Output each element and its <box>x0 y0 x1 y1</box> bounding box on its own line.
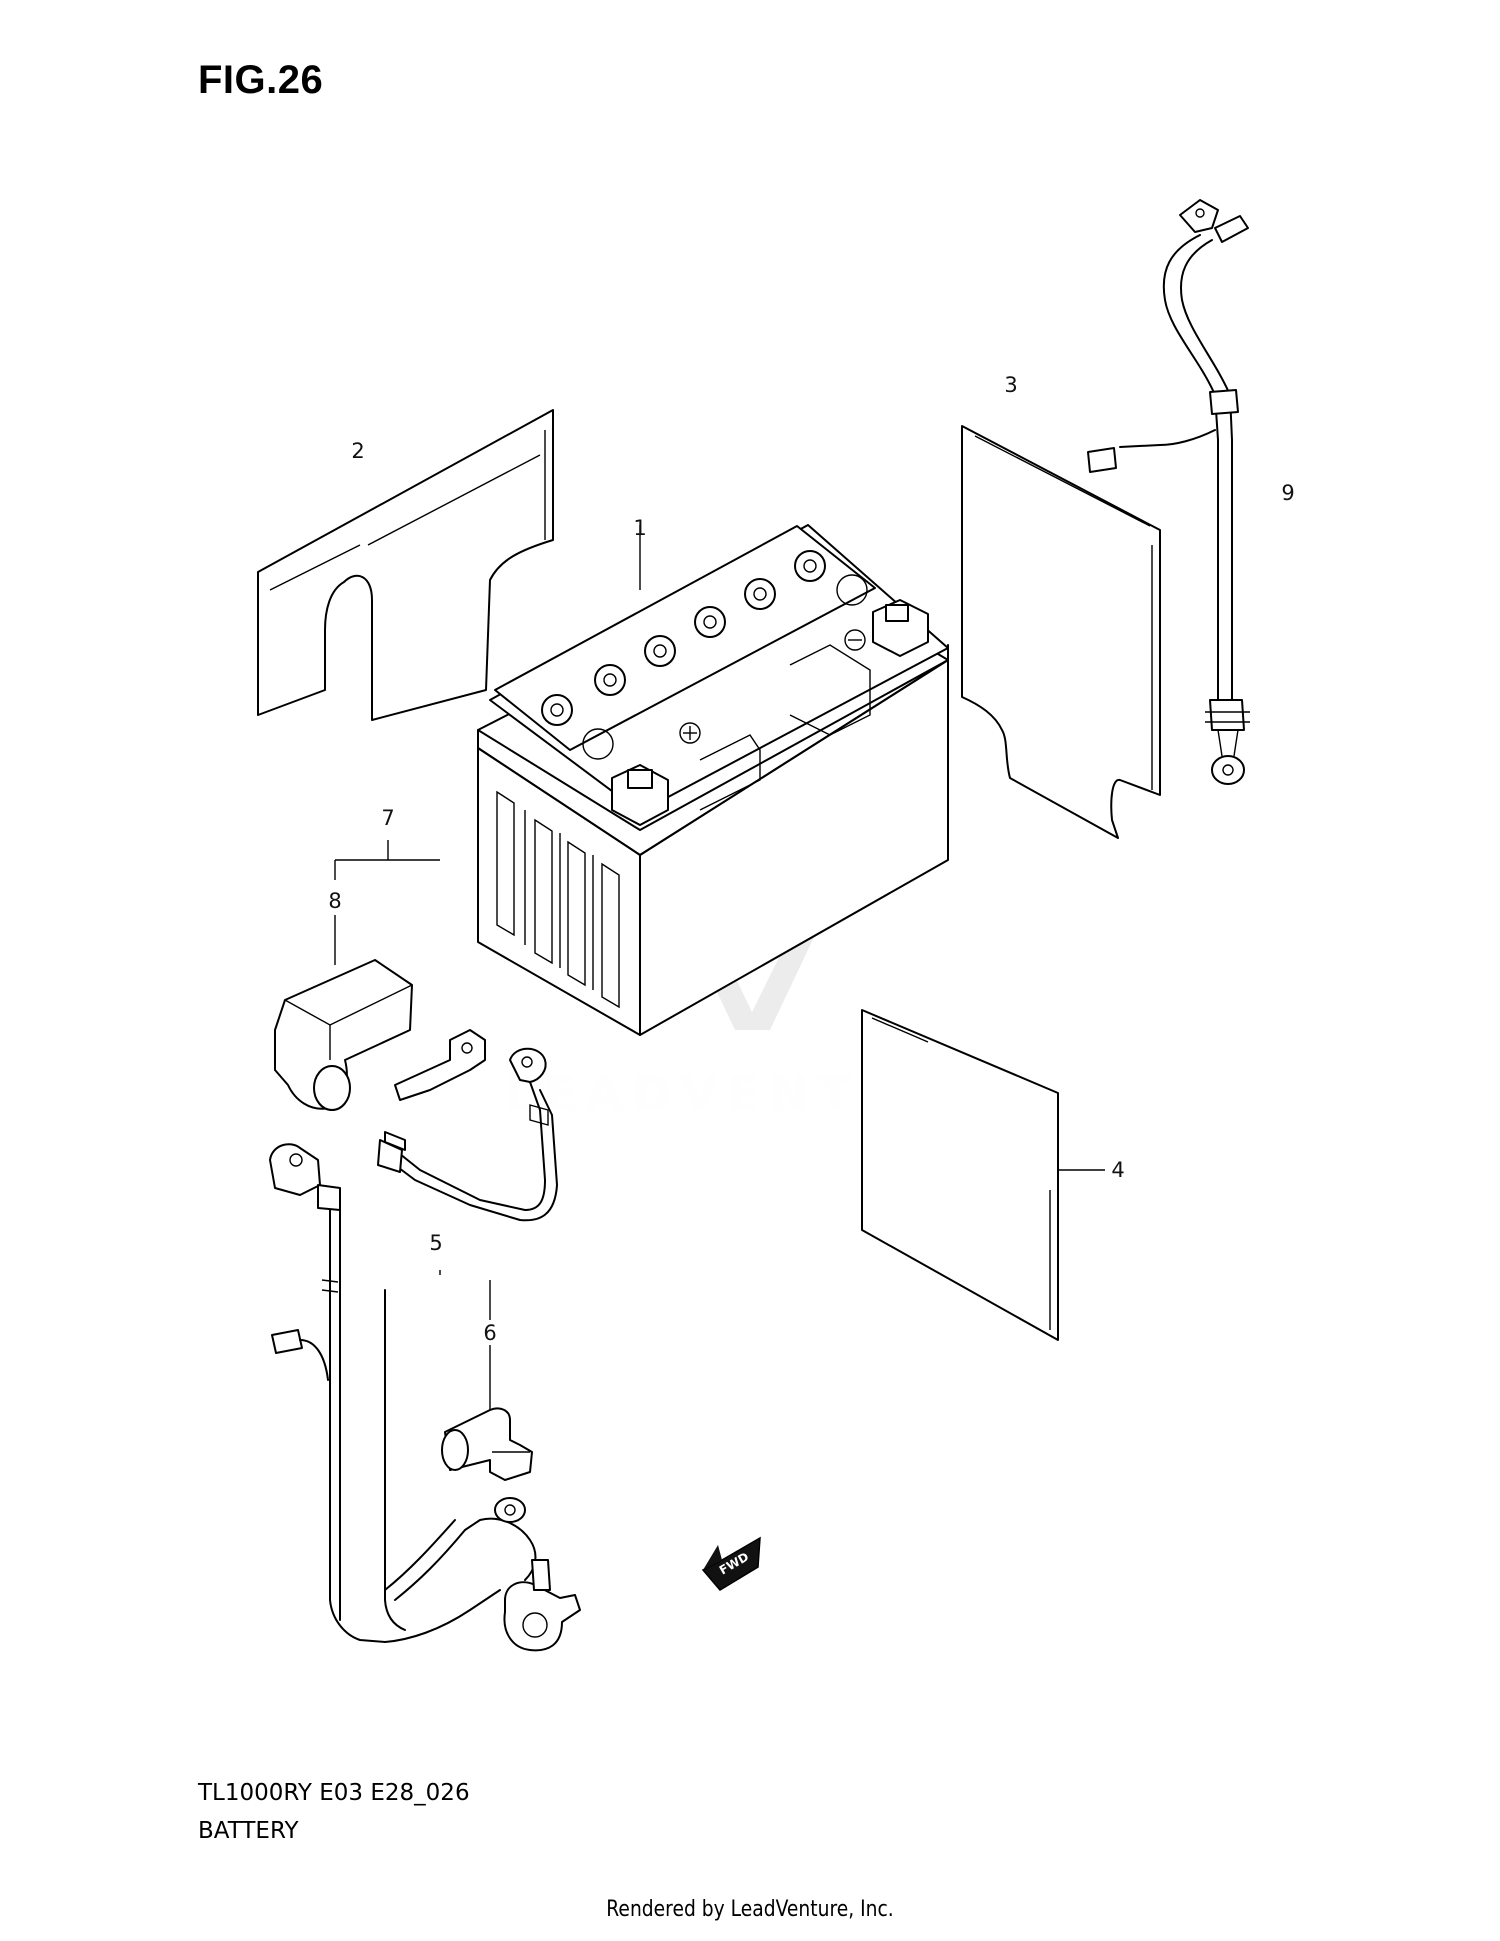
callout-9: 9 <box>1281 481 1294 505</box>
fwd-direction-arrow: FWD <box>701 1536 761 1591</box>
drawing-code: TL1000RY E03 E28_026 <box>198 1780 470 1806</box>
part-3-battery-pad <box>961 425 1161 839</box>
callout-5: 5 <box>429 1231 442 1255</box>
callout-1: 1 <box>633 516 646 540</box>
battery-cell-markings <box>496 790 620 1009</box>
part-6-terminal-cap <box>441 1407 533 1481</box>
callout-8: 8 <box>328 889 341 913</box>
part-1-battery <box>477 524 949 1036</box>
leader-lines <box>334 525 1105 1410</box>
part-8-terminal-cover <box>274 959 413 1111</box>
callout-2: 2 <box>351 439 364 463</box>
part-4-battery-pad <box>861 1009 1059 1341</box>
sensor-harness <box>269 1143 581 1652</box>
callout-3: 3 <box>1004 373 1017 397</box>
callout-4: 4 <box>1111 1158 1124 1182</box>
battery-terminals <box>582 574 929 826</box>
part-5-positive-lead <box>377 1029 558 1222</box>
callout-6: 6 <box>483 1321 496 1345</box>
callout-7: 7 <box>381 806 394 830</box>
part-9-battery-lead <box>1087 199 1250 785</box>
drawing-name: BATTERY <box>198 1818 299 1844</box>
vent-caps <box>541 550 826 726</box>
figure-title: FIG.26 <box>198 58 324 102</box>
callout-labels: 1 2 3 4 5 6 7 8 9 <box>328 373 1294 1345</box>
footer-credit: Rendered by LeadVenture, Inc. <box>606 1897 894 1922</box>
part-2-battery-pad <box>257 409 554 721</box>
